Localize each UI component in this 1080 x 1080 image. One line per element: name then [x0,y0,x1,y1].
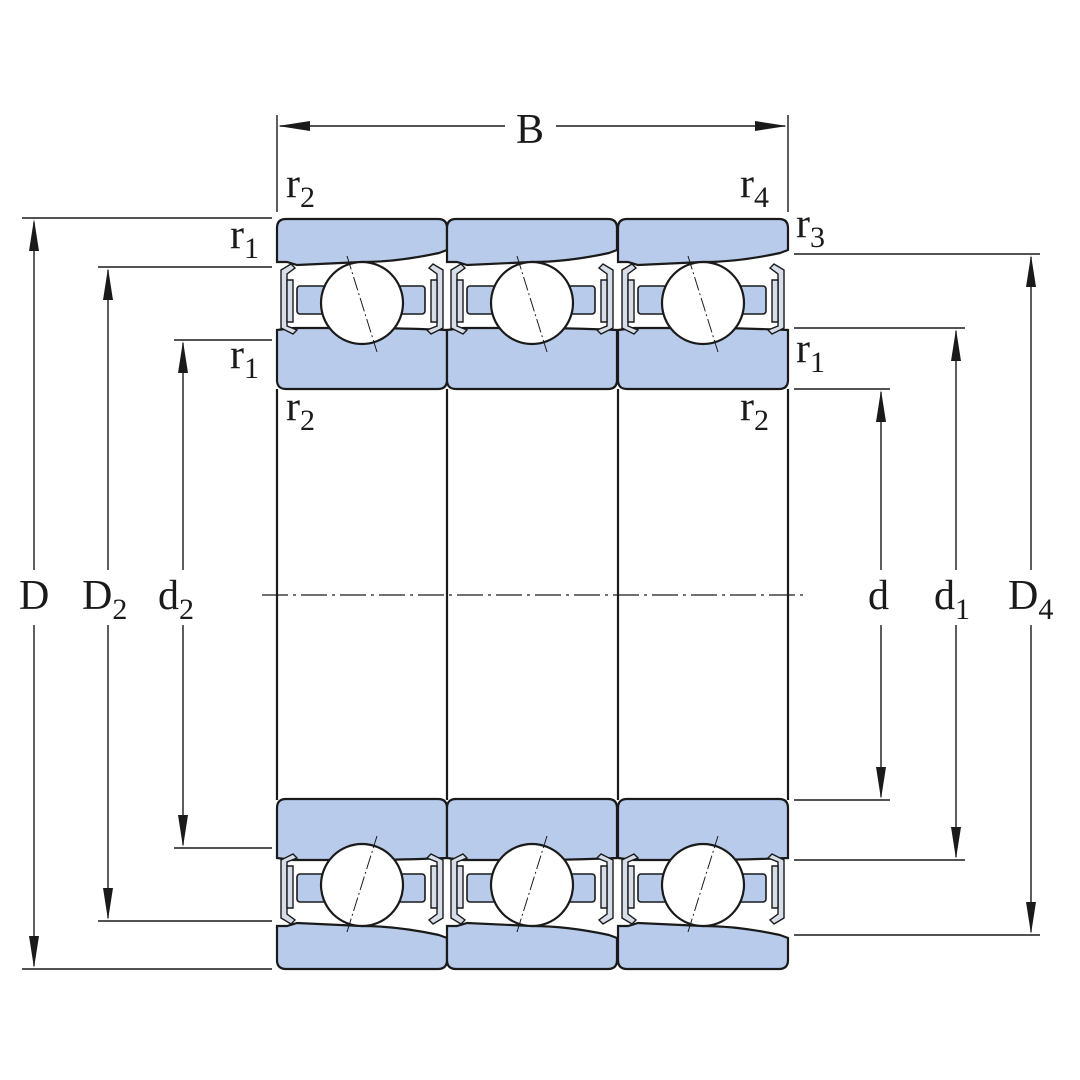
dimension-D2 [98,266,272,922]
label-D: D [19,573,49,619]
bearing-row-bottom [275,797,790,971]
dimension-d1 [794,327,965,861]
label-r2-top-left: r2 [286,161,315,214]
label-d: d [868,573,889,619]
label-B: B [516,107,544,153]
label-D2: D2 [82,573,127,626]
dimension-d2 [174,339,272,849]
label-r1-left-b: r1 [230,332,259,385]
dimension-D4 [794,253,1040,936]
label-r1-right: r1 [796,326,825,379]
label-r1-left-a: r1 [230,212,259,265]
label-r2-bore-right: r2 [740,384,769,437]
dimension-D [22,217,272,970]
dimension-B [276,115,789,212]
label-D4: D4 [1008,573,1053,626]
label-r4-top-right: r4 [740,161,769,214]
label-r2-bore-left: r2 [286,384,315,437]
label-d2: d2 [158,573,194,626]
dimension-d [794,388,890,801]
bearing-row-top [275,217,790,391]
label-d1: d1 [934,573,970,626]
label-r3-right: r3 [796,201,825,254]
